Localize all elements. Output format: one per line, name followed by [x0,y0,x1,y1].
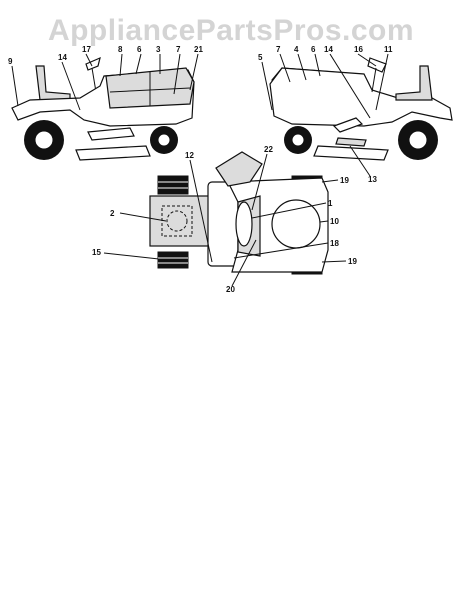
callout-label: 13 [368,175,377,184]
callout-label: 19 [348,257,357,266]
callout-label: 22 [264,145,273,154]
tractor-body [269,67,453,127]
mower-deck [313,145,389,161]
callout-label: 17 [82,45,91,54]
callout-label: 19 [340,176,349,185]
callout-label: 4 [294,45,299,54]
callout-label: 2 [110,209,115,218]
callout-label: 21 [194,45,203,54]
fender-panel [149,195,211,247]
callout-label: 12 [185,151,194,160]
tractor-left-view: 9 14 17 8 6 3 7 21 [8,45,203,161]
rear-wheel [157,175,189,195]
callout-label: 18 [330,239,339,248]
callout-label: 15 [92,248,101,257]
seat [395,65,433,101]
callout-label: 7 [276,45,281,54]
callout-label: 3 [156,45,161,54]
callout-label: 14 [58,53,67,62]
steering-wheel [85,56,101,71]
callout-label: 10 [330,217,339,226]
callout-label: 16 [354,45,363,54]
callout-label: 5 [258,53,263,62]
seat-back [215,151,263,187]
callout-label: 20 [226,285,235,294]
callout-label: 8 [118,45,123,54]
callout-label: 6 [137,45,142,54]
dash-panel [207,181,239,267]
callout-label: 11 [384,45,393,54]
grille-oval [271,199,321,249]
callout-label: 6 [311,45,316,54]
seat-outline [166,210,188,232]
tractor-top-view: 12 22 19 2 1 10 15 18 19 20 [92,145,357,294]
tractor-right-view: 5 7 4 6 14 16 11 13 [258,45,453,184]
callout-label: 14 [324,45,333,54]
rear-wheel [157,251,189,269]
watermark-text: AppliancePartsPros.com [47,14,415,47]
callout-label: 7 [176,45,181,54]
callout-label: 1 [328,199,333,208]
mower-deck [75,145,151,161]
steering-wheel [367,57,387,73]
callout-label: 9 [8,57,13,66]
